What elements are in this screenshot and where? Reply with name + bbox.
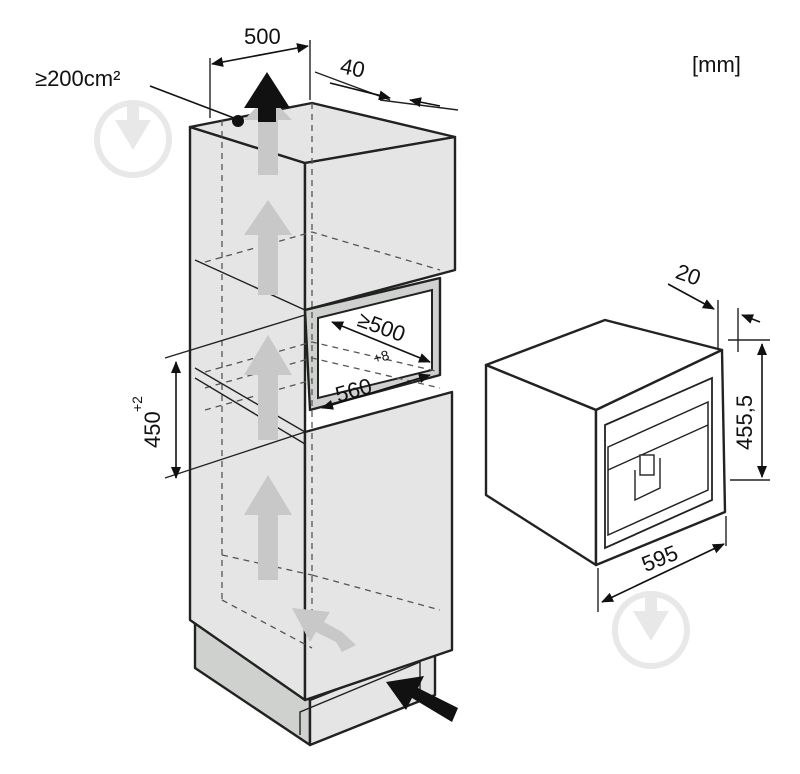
upper-front-panel xyxy=(303,135,457,312)
lower-door xyxy=(303,390,454,702)
watermark-icon xyxy=(94,100,172,178)
dim-rear-gap: 40 xyxy=(314,53,459,111)
dim-niche-height: 450 +2 xyxy=(129,314,306,479)
appliance xyxy=(484,318,727,567)
watermark-icon xyxy=(612,591,690,669)
units-label: [mm] xyxy=(692,52,741,77)
dim-appliance-height-label: 455,5 xyxy=(732,395,757,450)
airflow-arrow-icon xyxy=(244,95,356,652)
dim-width-top: 500 xyxy=(209,24,311,118)
dim-niche-width-tol: +8 xyxy=(371,347,391,367)
dim-appliance-height: 455,5 xyxy=(728,339,770,481)
dim-front-offset: 20 xyxy=(667,259,761,352)
air-intake-arrow-icon xyxy=(386,676,458,722)
dim-width-top-label: 500 xyxy=(244,24,281,49)
vent-point xyxy=(232,115,244,127)
dim-niche-height-label: 450 xyxy=(140,411,165,448)
tall-cabinet xyxy=(188,101,457,747)
dim-rear-gap-label: 40 xyxy=(338,53,367,83)
vent-arrow-icon xyxy=(244,72,290,122)
spout-icon xyxy=(639,454,655,476)
dim-niche-height-tol: +2 xyxy=(129,396,145,412)
cabinet-side-panel xyxy=(188,125,307,702)
dim-front-offset-label: 20 xyxy=(672,259,704,291)
dispenser-area xyxy=(607,400,709,537)
plinth-recess xyxy=(299,660,421,735)
vent-label: ≥200cm² xyxy=(35,66,120,91)
